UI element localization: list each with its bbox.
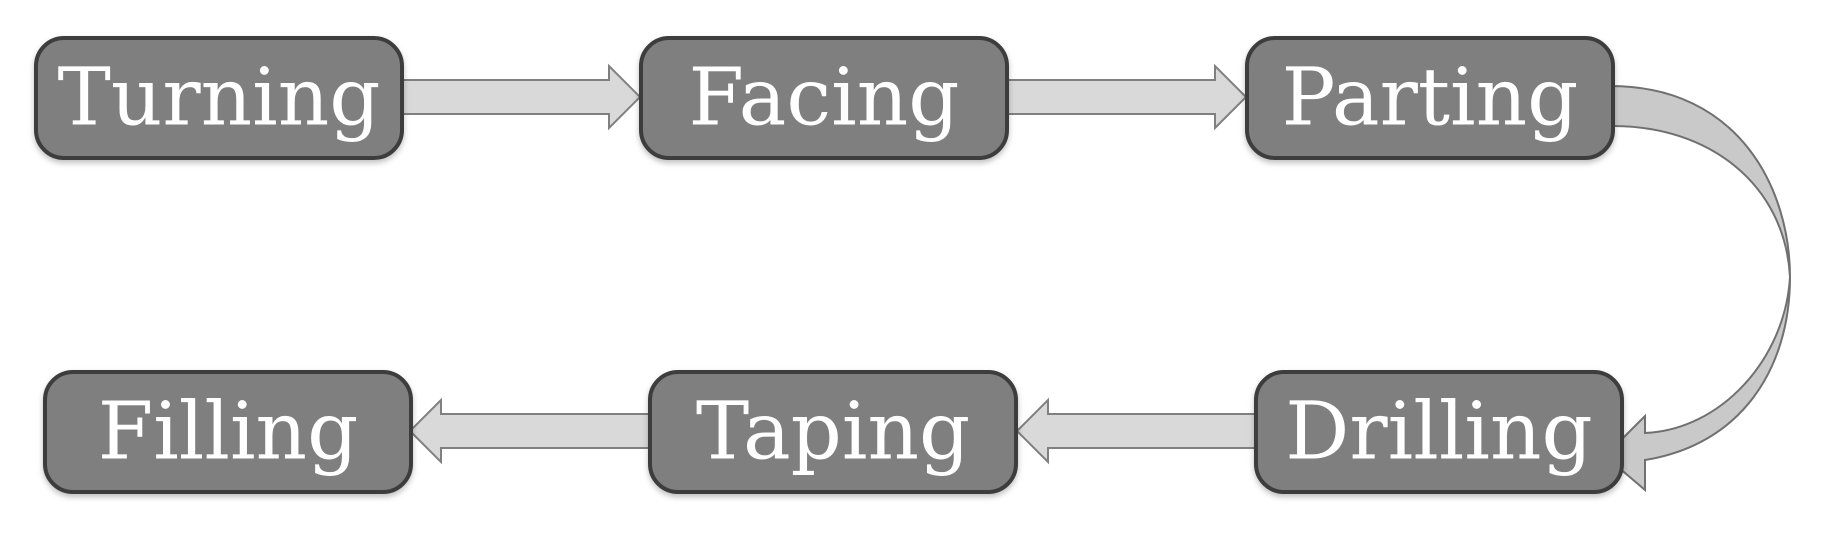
arrow-taping-to-filling (408, 397, 651, 465)
step-facing (639, 36, 1009, 160)
step-drilling (1254, 370, 1624, 494)
step-parting-label: Parting (1282, 51, 1579, 144)
step-taping (648, 370, 1018, 494)
arrow-drilling-to-taping (1015, 397, 1257, 465)
arrow-turning-to-facing (400, 63, 642, 131)
step-turning-label: Turning (58, 51, 381, 144)
arrow-facing-to-parting (1005, 63, 1248, 131)
arrow-parting-to-drilling (1603, 84, 1792, 493)
step-facing-label: Facing (689, 51, 960, 144)
step-taping-label: Taping (696, 385, 970, 478)
step-parting (1245, 36, 1615, 160)
step-filling (43, 370, 413, 494)
step-turning (34, 36, 404, 160)
step-drilling-label: Drilling (1285, 385, 1592, 478)
step-filling-label: Filling (98, 385, 359, 478)
